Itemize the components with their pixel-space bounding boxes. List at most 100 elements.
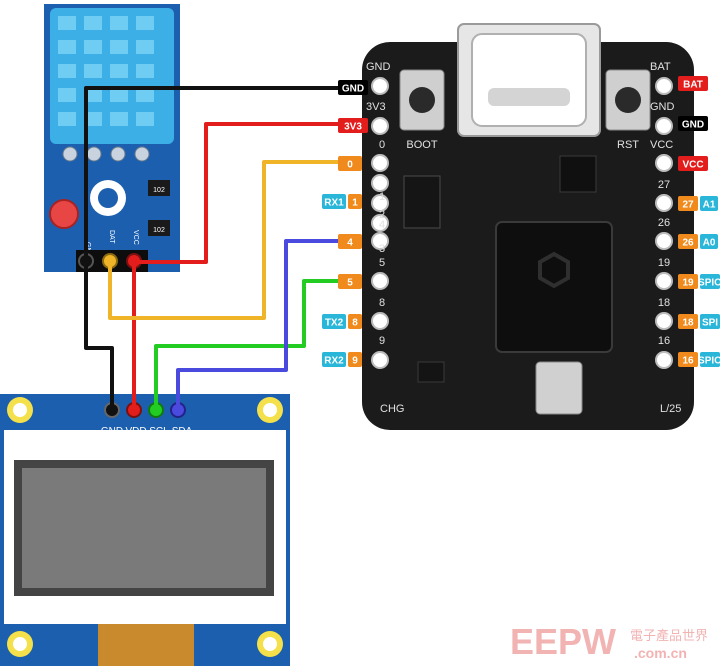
watermark-brand: EEPW bbox=[510, 621, 616, 662]
pin-tag-bg bbox=[338, 274, 362, 289]
rst-label: RST bbox=[617, 139, 639, 151]
watermark-domain: .com.cn bbox=[634, 645, 687, 661]
board-pin-4: 4 bbox=[379, 219, 385, 231]
boot-button-cap bbox=[409, 87, 435, 113]
sensor-pin-label-dat: DAT bbox=[108, 230, 115, 244]
dht11-sensor-module: 102 102 GND DAT VCC bbox=[44, 4, 180, 272]
watermark: EEPW 電子產品世界 .com.cn bbox=[510, 621, 708, 662]
board-pin-16: 16 bbox=[658, 335, 670, 347]
board-pin-8: 8 bbox=[379, 297, 385, 309]
pin-tag-bg bbox=[678, 116, 708, 131]
board-pin-3: 3 bbox=[379, 243, 385, 255]
resistor-2 bbox=[148, 220, 170, 236]
pin-pad bbox=[371, 117, 389, 135]
pin-pad bbox=[371, 232, 389, 250]
wire-oled-gnd bbox=[84, 262, 114, 410]
pin-pad bbox=[371, 194, 389, 212]
pin-tag-bg bbox=[338, 80, 368, 95]
pin-pad bbox=[655, 117, 673, 135]
small-chip bbox=[559, 155, 597, 193]
oled-screen bbox=[22, 468, 266, 588]
pin-tag-bg bbox=[700, 196, 718, 211]
right-pin-tag: 19 bbox=[682, 278, 694, 289]
sensor-legs bbox=[62, 146, 150, 162]
board-pin-5: 5 bbox=[379, 257, 385, 269]
board-pin-19: 19 bbox=[658, 257, 670, 269]
pin-tag-bg bbox=[322, 352, 346, 367]
pin-tag-bg bbox=[678, 274, 698, 289]
pin-tag-bg bbox=[338, 156, 362, 171]
right-pin-tag: 18 bbox=[682, 318, 694, 329]
left-pin-labels: GND 3V3 0 1 2 3 4 5 8 9 bbox=[366, 61, 391, 347]
board-pin-3v3: 3V3 bbox=[366, 101, 386, 113]
right-pin-tag: GND bbox=[682, 120, 704, 131]
pin-tag-bg bbox=[678, 76, 708, 91]
left-pin-tag: RX1 bbox=[324, 198, 344, 209]
mounting-hole-inner bbox=[98, 188, 118, 208]
left-pin-tag: 5 bbox=[347, 278, 353, 289]
resistor-2-label: 102 bbox=[153, 227, 165, 234]
oled-label-sda: SDA bbox=[172, 426, 193, 437]
pin-pad bbox=[655, 312, 673, 330]
board-pin-9: 9 bbox=[379, 335, 385, 347]
board-pin-26: 26 bbox=[658, 217, 670, 229]
left-pin-tag: 8 bbox=[352, 318, 358, 329]
pin-pad bbox=[371, 272, 389, 290]
right-pin-tag: 27 bbox=[682, 200, 694, 211]
board-pin-18: 18 bbox=[658, 297, 670, 309]
left-pin-tag: TX2 bbox=[325, 318, 344, 329]
pin-pad bbox=[655, 154, 673, 172]
oled-label-gnd: GND bbox=[101, 426, 123, 437]
pin-tag-bg bbox=[700, 274, 720, 289]
reset-button-cap bbox=[615, 87, 641, 113]
oled-module: GND VDD SCL SDA bbox=[0, 394, 290, 666]
right-pin-tag: SPIO bbox=[698, 356, 720, 367]
boot-label: BOOT bbox=[406, 139, 437, 151]
oled-mount-holes bbox=[7, 397, 283, 657]
l25-label: L/25 bbox=[660, 403, 681, 415]
pin-tag-bg bbox=[678, 196, 698, 211]
wire-sensor-vcc bbox=[134, 122, 338, 264]
sensor-grille bbox=[58, 16, 154, 126]
pin-tag-bg bbox=[338, 234, 362, 249]
right-pin-tag: A1 bbox=[703, 200, 716, 211]
wire-oled-sda bbox=[176, 239, 338, 410]
left-pin-tag: GND bbox=[342, 84, 364, 95]
wire-sensor-gnd bbox=[84, 86, 338, 262]
right-pin-tag: SPI bbox=[702, 318, 718, 329]
wire-oled-scl bbox=[154, 279, 338, 410]
oled-label-scl: SCL bbox=[149, 426, 169, 437]
pin-pad bbox=[655, 272, 673, 290]
pin-pad bbox=[371, 154, 389, 172]
pin-tag-bg bbox=[678, 234, 698, 249]
crystal-oscillator bbox=[535, 361, 583, 415]
pin-tag-bg bbox=[322, 314, 346, 329]
pin-tag-bg bbox=[348, 194, 362, 209]
left-pin-tag: 9 bbox=[352, 356, 358, 367]
pin-pad bbox=[371, 174, 389, 192]
resistor-1 bbox=[148, 180, 170, 196]
pin-tag-bg bbox=[338, 118, 368, 133]
pin-tag-bg bbox=[322, 194, 346, 209]
board-pin-gnd-left: GND bbox=[366, 61, 391, 73]
board-pin-gnd-right: GND bbox=[650, 101, 675, 113]
oled-label-vdd: VDD bbox=[125, 426, 146, 437]
right-pin-labels: BAT GND VCC 27 26 19 18 16 bbox=[650, 61, 675, 347]
pin-tag-bg bbox=[348, 314, 362, 329]
pin-tag-bg bbox=[678, 314, 698, 329]
pin-pad bbox=[655, 77, 673, 95]
pin-tag-bg bbox=[678, 352, 698, 367]
board-pin-1: 1 bbox=[379, 191, 385, 203]
usb-c-port bbox=[488, 88, 570, 106]
resistor-1-label: 102 bbox=[153, 187, 165, 194]
wires bbox=[84, 86, 338, 410]
flash-chip bbox=[403, 175, 441, 229]
pin-tag-bg bbox=[678, 156, 708, 171]
pin-pad bbox=[655, 351, 673, 369]
pin-pad bbox=[371, 214, 389, 232]
board-pin-27: 27 bbox=[658, 179, 670, 191]
pin-pad bbox=[371, 351, 389, 369]
board-pin-0: 0 bbox=[379, 139, 385, 151]
